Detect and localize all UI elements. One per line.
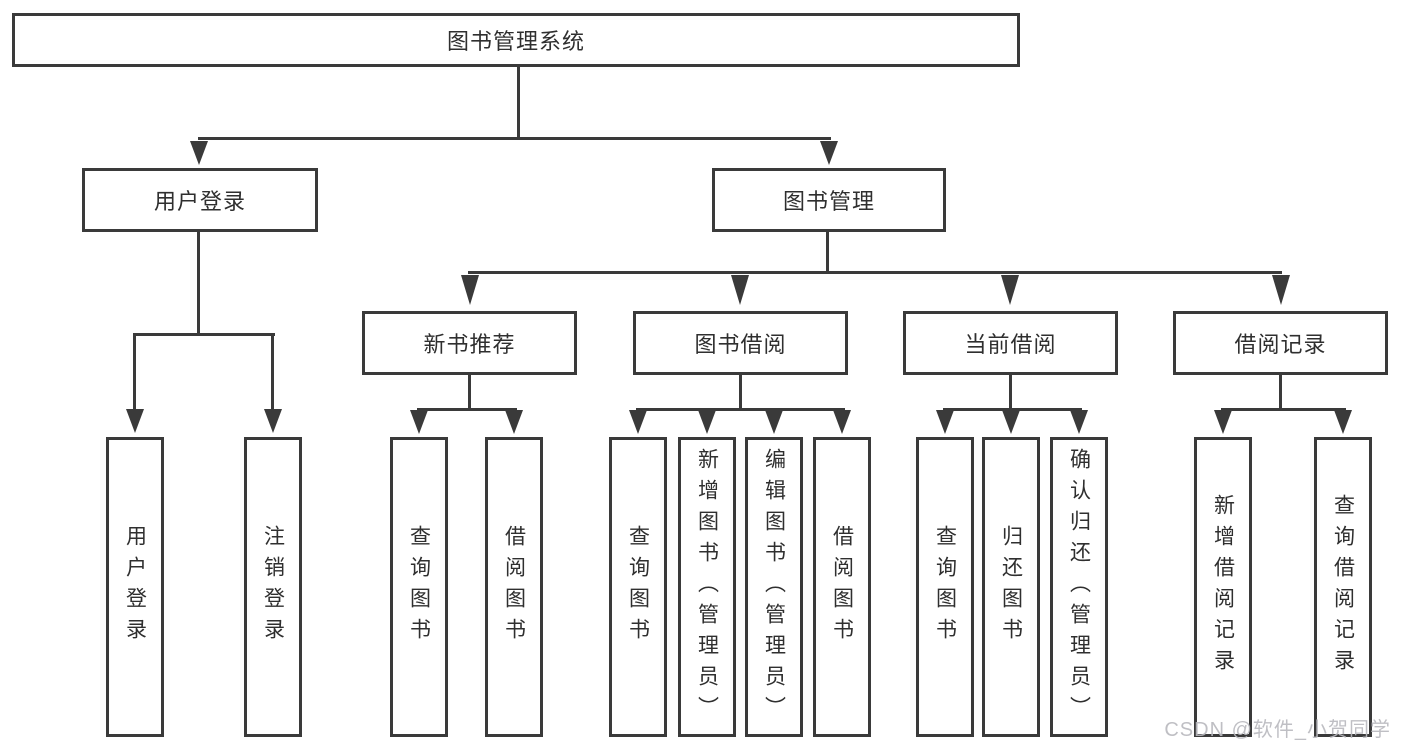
connector-new-books-fork	[417, 408, 517, 411]
connector-book-borrow-stem	[739, 375, 742, 411]
arrowhead-down	[1272, 275, 1290, 305]
leaf-borrow-records-add: 新增借阅记录	[1194, 437, 1252, 737]
leaf-book-borrow-add: 新增图书（管理员）	[678, 437, 736, 737]
arrowhead-down	[1334, 410, 1352, 434]
leaf-label: 注销登录	[261, 525, 285, 649]
node-book-mgmt-label: 图书管理	[782, 189, 875, 214]
leaf-current-borrow-return: 归还图书	[982, 437, 1040, 737]
arrowhead-down	[936, 410, 954, 434]
connector-user-login-stem	[197, 232, 200, 336]
node-root-label: 图书管理系统	[446, 29, 585, 54]
leaf-label: 查询借阅记录	[1331, 494, 1355, 680]
arrowhead-down	[833, 410, 851, 434]
leaf-new-books-borrow: 借阅图书	[485, 437, 543, 737]
leaf-borrow-records-query: 查询借阅记录	[1314, 437, 1372, 737]
arrowhead-down	[190, 141, 208, 165]
connector-borrow-records-fork	[1221, 408, 1346, 411]
node-borrow-records: 借阅记录	[1173, 311, 1388, 375]
arrowhead-down	[1070, 410, 1088, 434]
node-new-books-label: 新书推荐	[423, 332, 516, 357]
leaf-book-borrow-query: 查询图书	[609, 437, 667, 737]
arrowhead-down	[461, 275, 479, 305]
node-book-mgmt: 图书管理	[712, 168, 946, 232]
arrowhead-down	[264, 409, 282, 433]
leaf-label: 查询图书	[407, 525, 431, 649]
arrowhead-down	[820, 141, 838, 165]
leaf-user-login-logout: 注销登录	[244, 437, 302, 737]
leaf-book-borrow-borrow: 借阅图书	[813, 437, 871, 737]
arrowhead-down	[1214, 410, 1232, 434]
leaf-label: 归还图书	[999, 525, 1023, 649]
connector-user-login-drop-2	[271, 333, 274, 411]
arrowhead-down	[698, 410, 716, 434]
connector-book-borrow-fork	[636, 408, 845, 411]
leaf-label: 新增借阅记录	[1211, 494, 1235, 680]
node-root: 图书管理系统	[12, 13, 1020, 67]
connector-user-login-drop-1	[133, 333, 136, 411]
connector-current-borrow-fork	[943, 408, 1082, 411]
node-borrow-records-label: 借阅记录	[1234, 332, 1327, 357]
arrowhead-down	[1001, 275, 1019, 305]
node-user-login: 用户登录	[82, 168, 318, 232]
arrowhead-down	[629, 410, 647, 434]
connector-borrow-records-stem	[1279, 375, 1282, 411]
leaf-label: 编辑图书（管理员）	[762, 447, 786, 727]
node-book-borrow: 图书借阅	[633, 311, 848, 375]
arrowhead-down	[765, 410, 783, 434]
arrowhead-down	[1002, 410, 1020, 434]
leaf-label: 查询图书	[933, 525, 957, 649]
leaf-label: 新增图书（管理员）	[695, 447, 719, 727]
leaf-label: 借阅图书	[830, 525, 854, 649]
connector-root-stem	[517, 67, 520, 139]
connector-book-mgmt-stem	[826, 232, 829, 274]
node-book-borrow-label: 图书借阅	[694, 332, 787, 357]
connector-current-borrow-stem	[1009, 375, 1012, 411]
leaf-label: 借阅图书	[502, 525, 526, 649]
arrowhead-down	[731, 275, 749, 305]
node-current-borrow-label: 当前借阅	[964, 332, 1057, 357]
leaf-new-books-query: 查询图书	[390, 437, 448, 737]
connector-level1-fork	[198, 137, 831, 140]
connector-book-mgmt-fork	[468, 271, 1282, 274]
node-new-books: 新书推荐	[362, 311, 577, 375]
node-current-borrow: 当前借阅	[903, 311, 1118, 375]
leaf-label: 用户登录	[123, 525, 147, 649]
leaf-current-borrow-confirm: 确认归还（管理员）	[1050, 437, 1108, 737]
leaf-label: 确认归还（管理员）	[1067, 447, 1091, 727]
connector-user-login-fork	[133, 333, 275, 336]
csdn-watermark: CSDN @软件_小贺同学	[1164, 719, 1391, 741]
leaf-user-login-login: 用户登录	[106, 437, 164, 737]
node-user-login-label: 用户登录	[153, 189, 246, 214]
arrowhead-down	[410, 410, 428, 434]
connector-new-books-stem	[468, 375, 471, 411]
leaf-label: 查询图书	[626, 525, 650, 649]
leaf-book-borrow-edit: 编辑图书（管理员）	[745, 437, 803, 737]
arrowhead-down	[126, 409, 144, 433]
leaf-current-borrow-query: 查询图书	[916, 437, 974, 737]
arrowhead-down	[505, 410, 523, 434]
